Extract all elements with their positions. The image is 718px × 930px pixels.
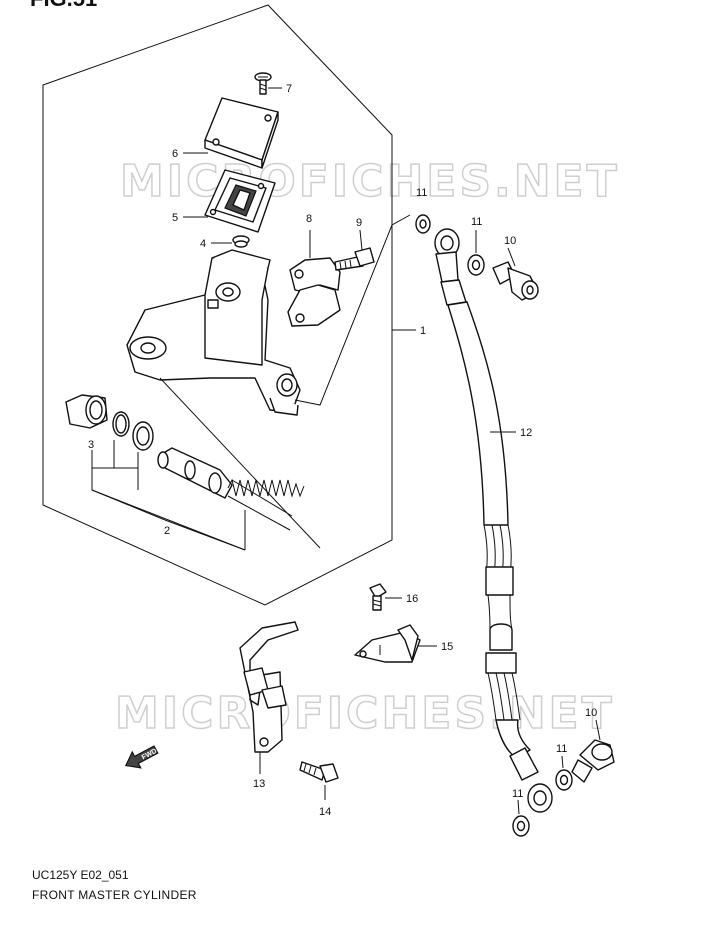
spring-2 <box>227 478 305 531</box>
callout-14: 14 <box>319 806 331 818</box>
callout-9: 9 <box>356 217 362 229</box>
circlip-3 <box>112 411 130 437</box>
callout-1: 1 <box>420 325 426 337</box>
forward-direction-label: FWD <box>141 748 158 762</box>
hose-clamp-15 <box>354 624 421 663</box>
piston-2 <box>157 447 233 499</box>
callout-12: 12 <box>520 427 532 439</box>
union-bolt-10-lower <box>571 739 615 783</box>
forward-direction-arrow: FWD <box>124 745 159 769</box>
callout-3: 3 <box>88 439 94 451</box>
gasket-11-upper-left <box>415 214 431 234</box>
gasket-11-upper-right <box>467 254 485 276</box>
master-cylinder-body <box>126 249 301 416</box>
diagram-code: UC125Y E02_051 <box>32 868 129 882</box>
callout-11-c: 11 <box>556 743 567 755</box>
callout-13: 13 <box>253 778 265 790</box>
diaphragm-5 <box>204 169 276 233</box>
union-bolt-10-upper <box>492 261 539 301</box>
figure-title: FIG.51 <box>30 0 97 12</box>
reservoir-cap-6 <box>204 97 279 169</box>
callout-11-a: 11 <box>416 187 427 199</box>
callout-11-d: 11 <box>512 788 523 800</box>
callout-11-b: 11 <box>471 216 482 228</box>
bolt-14 <box>299 761 339 783</box>
watermark-lower: MICROFICHES.NET <box>115 688 615 739</box>
gasket-11-lower-left <box>512 815 530 837</box>
plate-4 <box>232 235 250 248</box>
assembly-outline <box>42 4 393 606</box>
callout-7: 7 <box>286 83 292 95</box>
callout-6: 6 <box>172 148 178 160</box>
callout-8: 8 <box>306 213 312 225</box>
bolt-16 <box>369 583 387 611</box>
callout-16: 16 <box>406 593 418 605</box>
clamp-8 <box>287 257 341 327</box>
diagram-title: FRONT MASTER CYLINDER <box>32 888 197 902</box>
callout-15: 15 <box>441 641 453 653</box>
washer-3 <box>132 421 154 451</box>
callout-2: 2 <box>164 525 170 537</box>
brake-hose-12 <box>434 228 553 813</box>
hose-guide-13 <box>239 621 299 753</box>
bolt-9 <box>334 247 375 271</box>
watermark-upper: MICROFICHES.NET <box>120 156 620 207</box>
gasket-11-lower-right <box>555 769 573 791</box>
callout-10-a: 10 <box>504 235 516 247</box>
boot-3 <box>65 394 108 429</box>
callout-10-b: 10 <box>585 707 597 719</box>
callout-5: 5 <box>172 212 178 224</box>
screw-7 <box>254 72 272 95</box>
callout-4: 4 <box>200 238 206 250</box>
